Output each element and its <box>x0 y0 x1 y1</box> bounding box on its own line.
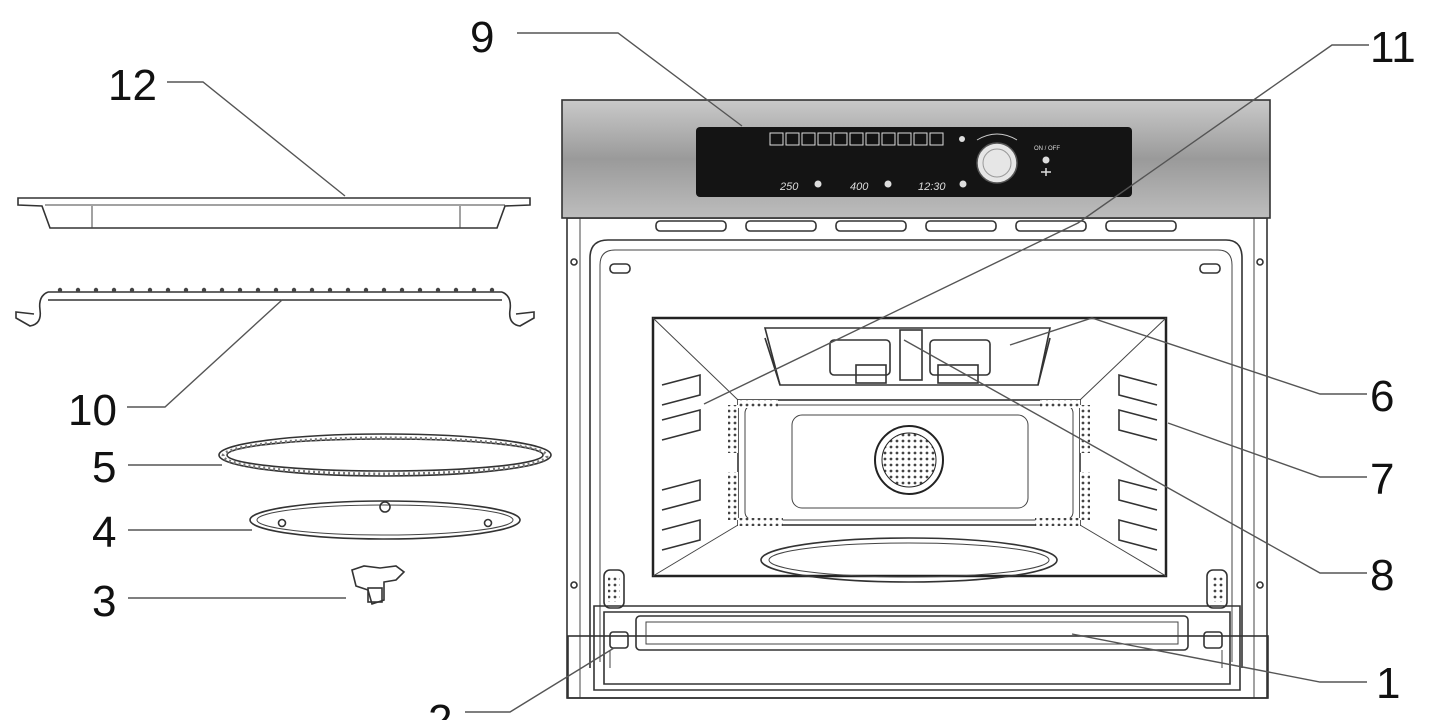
rack-wire-dot <box>471 287 477 293</box>
callout-2: 2 <box>428 696 452 720</box>
panel-vents <box>655 220 1177 232</box>
oven-door <box>567 605 1269 699</box>
mode-icon <box>833 132 848 146</box>
mode-icon <box>929 132 944 146</box>
callout-5: 5 <box>92 443 116 492</box>
rack-wire-dot <box>147 287 153 293</box>
rack-wire-dot <box>363 287 369 293</box>
callout-3: 3 <box>92 577 116 626</box>
rack-wire-dot <box>165 287 171 293</box>
mode-icon <box>865 132 880 146</box>
mode-icon <box>881 132 896 146</box>
callout-6: 6 <box>1370 372 1394 421</box>
callout-4: 4 <box>92 508 116 557</box>
rack-wire-dot <box>381 287 387 293</box>
callout-9: 9 <box>470 13 494 62</box>
rack-wire-dot <box>273 287 279 293</box>
mode-icon <box>801 132 816 146</box>
rack-wire-dot <box>399 287 405 293</box>
mode-icon <box>913 132 928 146</box>
fan-grille-icon <box>874 425 944 495</box>
display-temp-f: 400 <box>850 181 869 193</box>
rack-wire-dot <box>417 287 423 293</box>
callout-10: 10 <box>68 386 117 435</box>
mode-icon <box>785 132 800 146</box>
rack-wire-dot <box>129 287 135 293</box>
wire-grill-rack <box>15 287 535 327</box>
rack-wire-dot <box>237 287 243 293</box>
rack-wire-dot <box>201 287 207 293</box>
leader-lines <box>127 32 1369 713</box>
drive-coupler <box>351 565 406 606</box>
roller-ring <box>249 500 521 540</box>
oven-cavity <box>651 316 1168 583</box>
mode-icon <box>769 132 784 146</box>
display-clock: 12:30 <box>918 181 946 193</box>
rack-wire-dot <box>327 287 333 293</box>
rack-wire-dot <box>255 287 261 293</box>
rack-wire-dot <box>453 287 459 293</box>
rack-wire-dot <box>291 287 297 293</box>
callout-1: 1 <box>1376 659 1400 708</box>
door-hinges <box>603 569 1228 609</box>
callout-12: 12 <box>108 61 157 110</box>
callout-11: 11 <box>1370 23 1416 72</box>
turntable-glass-tray <box>218 433 552 477</box>
display-temp-c: 250 <box>779 181 799 193</box>
rack-wire-dot <box>93 287 99 293</box>
control-panel-strip: 250 400 12:30 ON / OFF <box>561 99 1271 219</box>
selector-knob-icon <box>976 133 1018 184</box>
rack-wire-dot <box>183 287 189 293</box>
mode-icon <box>817 132 832 146</box>
callout-7: 7 <box>1370 455 1394 504</box>
rack-wire-dot <box>435 287 441 293</box>
rack-wire-dot <box>111 287 117 293</box>
callout-8: 8 <box>1370 551 1394 600</box>
rack-wire-dot <box>489 287 495 293</box>
rack-wire-dot <box>75 287 81 293</box>
onoff-label: ON / OFF <box>1034 146 1060 152</box>
rack-wire-dot <box>57 287 63 293</box>
door-frame <box>589 239 1243 668</box>
mode-icon <box>849 132 864 146</box>
rack-wire-dot <box>309 287 315 293</box>
baking-tray <box>17 197 531 229</box>
rack-wire-dot <box>345 287 351 293</box>
rack-wire-dot <box>219 287 225 293</box>
mode-icon <box>897 132 912 146</box>
